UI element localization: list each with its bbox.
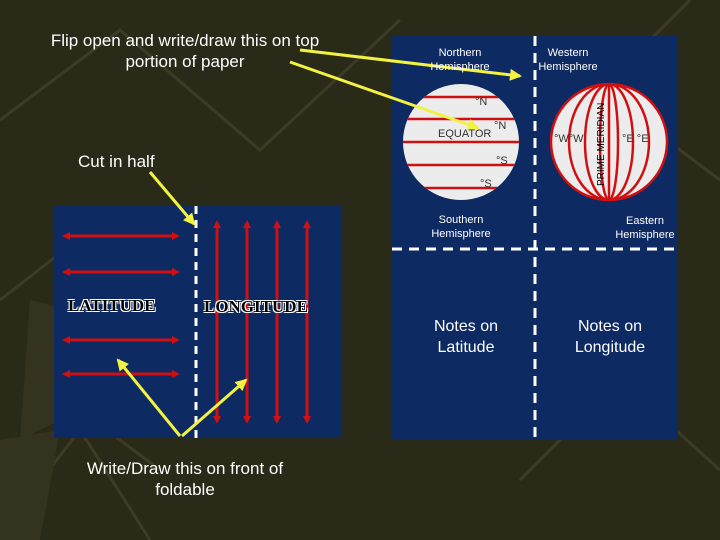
north-degree-label: °N xyxy=(494,120,507,132)
latitude-globe xyxy=(403,84,519,200)
notes-latitude: Notes on Latitude xyxy=(433,318,499,356)
instruction-bottom: Write/Draw this on front of foldable xyxy=(86,459,284,499)
south-degree-label: °S xyxy=(480,178,492,190)
latitude-label: LATITUDE xyxy=(68,296,156,315)
south-degree-label: °S xyxy=(496,155,508,167)
pointer-arrow xyxy=(299,48,522,81)
instruction-top: Flip open and write/draw this on top por… xyxy=(50,31,320,71)
pointer-arrow xyxy=(116,358,182,437)
northern-hemisphere-label: Northern Hemisphere xyxy=(430,47,490,73)
pointer-arrow xyxy=(148,171,196,226)
prime-meridian-label: PRIME MERIDIAN xyxy=(596,102,607,186)
western-hemisphere-label: Western Hemisphere xyxy=(538,47,598,73)
front-panel xyxy=(54,206,342,438)
eastern-hemisphere-label: Eastern Hemisphere xyxy=(615,215,675,241)
instruction-cut: Cut in half xyxy=(78,152,155,171)
notes-longitude: Notes on Longitude xyxy=(574,318,646,356)
longitude-label: LONGITUDE xyxy=(204,297,308,316)
east-degree-label: °E °E xyxy=(622,133,649,145)
pointer-arrow xyxy=(289,60,480,131)
pointer-arrow xyxy=(181,378,248,438)
longitude-globe xyxy=(549,82,669,202)
equator-label: EQUATOR xyxy=(438,128,492,140)
southern-hemisphere-label: Southern Hemisphere xyxy=(431,214,491,240)
west-degree-label: °W°W xyxy=(554,133,584,145)
north-degree-label: °N xyxy=(475,96,488,108)
